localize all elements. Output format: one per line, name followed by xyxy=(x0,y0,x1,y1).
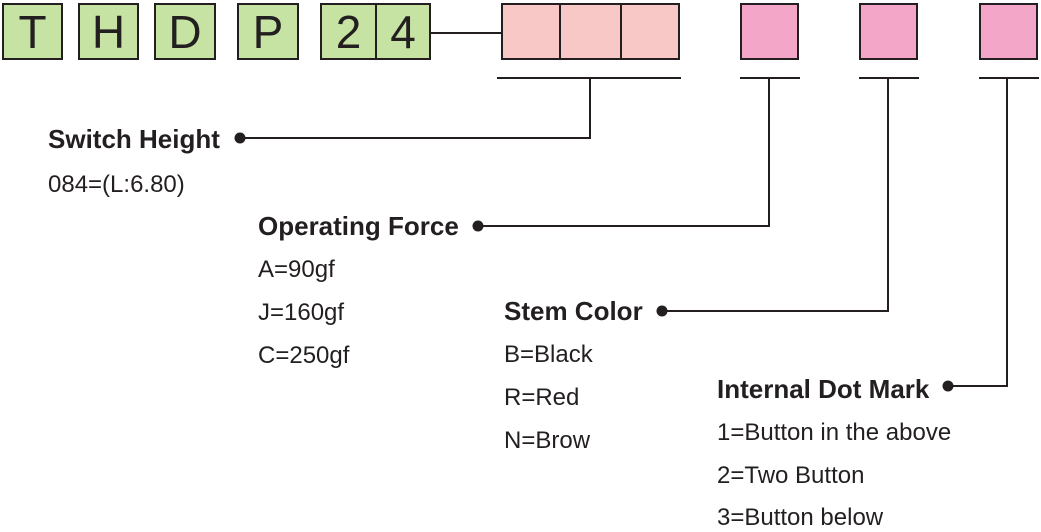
stem-color-option-1: B=Black xyxy=(504,341,593,368)
code-box-series-1: 2 xyxy=(320,3,377,60)
stem-color-leader xyxy=(662,78,889,312)
internal-dot-mark-option-2: 2=Two Button xyxy=(717,462,865,489)
switch-height-leader xyxy=(240,78,591,139)
internal-dot-leader xyxy=(948,78,1008,387)
switch-height-title: Switch Height xyxy=(48,124,220,154)
dot-mark-box xyxy=(979,3,1038,60)
operating-force-dot xyxy=(472,220,484,232)
switch-height-option-1: 084=(L:6.80) xyxy=(48,171,185,198)
internal-dot-mark-title: Internal Dot Mark xyxy=(717,374,930,404)
internal-dot-mark-option-1: 1=Button in the above xyxy=(717,419,952,446)
stem-color-box xyxy=(859,3,918,60)
internal-dot-dot xyxy=(942,380,954,392)
stem-color-option-2: R=Red xyxy=(504,384,580,411)
operating-force-option-2: J=160gf xyxy=(258,299,345,326)
code-box-prefix-4: P xyxy=(237,3,299,60)
stem-color-dot xyxy=(656,305,668,317)
switch-height-dot xyxy=(234,132,246,144)
operating-force-title: Operating Force xyxy=(258,211,459,241)
force-box xyxy=(740,3,799,60)
height-box-2 xyxy=(559,3,622,60)
height-box-3 xyxy=(620,3,680,60)
code-box-prefix-1: T xyxy=(2,3,63,60)
operating-force-option-3: C=250gf xyxy=(258,342,350,369)
code-box-prefix-2: H xyxy=(78,3,139,60)
stem-color-title: Stem Color xyxy=(504,296,643,326)
code-box-prefix-3: D xyxy=(154,3,216,60)
internal-dot-mark-option-3: 3=Button below xyxy=(717,504,884,531)
height-box-1 xyxy=(501,3,561,60)
operating-force-leader xyxy=(478,78,770,227)
operating-force-option-1: A=90gf xyxy=(258,256,335,283)
code-box-series-2: 4 xyxy=(375,3,431,60)
stem-color-option-3: N=Brow xyxy=(504,427,591,454)
